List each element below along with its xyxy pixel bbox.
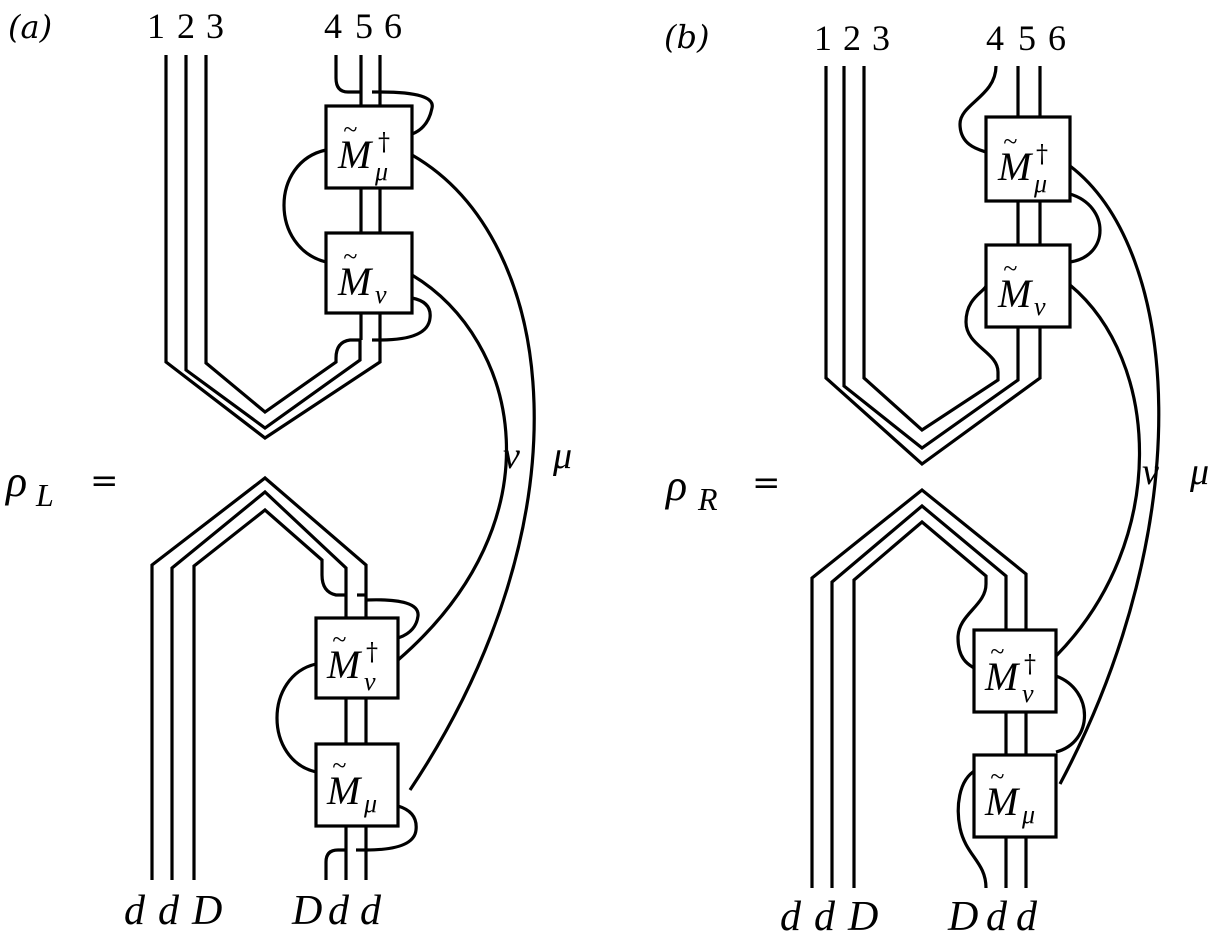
svg-text:d: d xyxy=(814,894,836,938)
svg-text:~: ~ xyxy=(990,637,1004,666)
svg-text:μ: μ xyxy=(374,157,388,186)
wire-2 xyxy=(184,55,362,430)
top-label-2: 2 xyxy=(177,6,195,46)
lower-v-wires-a xyxy=(150,475,368,880)
svg-text:=: = xyxy=(90,461,119,501)
svg-text:M: M xyxy=(326,768,363,813)
svg-text:~: ~ xyxy=(332,751,346,780)
svg-text:ν: ν xyxy=(1022,679,1034,708)
svg-text:d: d xyxy=(780,894,802,938)
svg-text:d: d xyxy=(328,888,350,934)
top-label-4: 4 xyxy=(324,6,342,46)
svg-text:M: M xyxy=(997,271,1034,316)
loop-top-right-a xyxy=(379,90,434,136)
svg-text:~: ~ xyxy=(343,242,357,271)
svg-text:M: M xyxy=(997,144,1034,189)
panel-a: (a) 1 2 3 4 5 6 xyxy=(4,6,572,934)
svg-text:M: M xyxy=(337,132,374,177)
svg-text:μ: μ xyxy=(1021,800,1035,829)
loop-mid-right-a xyxy=(379,296,432,342)
svg-text:ν: ν xyxy=(1034,292,1046,321)
bond-label-nu-a: ν xyxy=(503,435,520,477)
svg-text:~: ~ xyxy=(1003,127,1017,156)
wire-3 xyxy=(204,55,338,415)
bond-label-mu-a: μ xyxy=(552,435,572,477)
bond-nu-b xyxy=(1054,283,1142,658)
tensor-M-nu-dagger-a: M ~ ν † xyxy=(314,616,400,700)
svg-text:†: † xyxy=(378,128,390,156)
svg-text:R: R xyxy=(697,481,718,517)
bottom-labels-a: d d D D d d xyxy=(124,888,382,934)
svg-text:~: ~ xyxy=(332,625,346,654)
svg-text:d: d xyxy=(360,888,382,934)
svg-text:μ: μ xyxy=(1189,451,1209,493)
svg-text:ν: ν xyxy=(364,667,376,696)
wire-4-curl-top xyxy=(334,55,361,94)
bottom-labels-b: d d D D d d xyxy=(780,894,1038,938)
svg-text:3: 3 xyxy=(872,18,890,58)
svg-text:5: 5 xyxy=(1018,18,1036,58)
svg-text:†: † xyxy=(1036,140,1048,168)
rho-l-label: ρ L = xyxy=(4,457,119,513)
bond-mu-a xyxy=(408,153,536,791)
svg-text:d: d xyxy=(986,894,1008,938)
top-labels-a: 1 2 3 4 5 6 xyxy=(147,6,402,46)
svg-text:L: L xyxy=(35,477,54,513)
wire-1 xyxy=(164,55,382,440)
svg-text:~: ~ xyxy=(1003,254,1017,283)
svg-text:M: M xyxy=(984,654,1021,699)
tensor-M-mu-b: M ~ μ xyxy=(972,753,1058,839)
svg-text:~: ~ xyxy=(343,115,357,144)
svg-text:D: D xyxy=(947,894,978,938)
tensor-M-nu-dagger-b: M ~ ν † xyxy=(972,628,1058,714)
svg-text:ν: ν xyxy=(375,280,387,309)
wire-3-curl xyxy=(334,338,360,359)
svg-text:6: 6 xyxy=(1048,18,1066,58)
svg-text:D: D xyxy=(847,894,878,938)
top-label-1: 1 xyxy=(147,6,165,46)
svg-text:†: † xyxy=(1024,650,1036,678)
svg-text:~: ~ xyxy=(990,762,1004,791)
svg-text:M: M xyxy=(984,779,1021,824)
svg-text:d: d xyxy=(158,888,180,934)
tensor-M-nu-a: M ~ ν xyxy=(324,231,414,315)
top-label-6: 6 xyxy=(384,6,402,46)
svg-text:4: 4 xyxy=(986,18,1004,58)
svg-text:M: M xyxy=(326,642,363,687)
bond-mu-b xyxy=(1058,164,1161,785)
tensor-M-mu-dagger-b: M ~ μ † xyxy=(984,115,1072,203)
svg-text:ρ: ρ xyxy=(664,461,687,510)
svg-text:ν: ν xyxy=(1142,451,1159,493)
top-label-5: 5 xyxy=(355,6,373,46)
svg-text:2: 2 xyxy=(843,18,861,58)
top-labels-b: 1 2 3 4 5 6 xyxy=(814,18,1066,58)
panel-tag-b: (b) xyxy=(664,18,709,56)
tensor-M-mu-a: M ~ μ xyxy=(314,742,400,828)
svg-text:d: d xyxy=(1016,894,1038,938)
svg-text:M: M xyxy=(337,259,374,304)
panel-b: (b) 1 2 3 4 5 6 ν μ ρ R = xyxy=(664,18,1209,938)
svg-text:D: D xyxy=(191,888,222,934)
panel-tag-a: (a) xyxy=(8,8,52,46)
svg-text:=: = xyxy=(752,463,781,503)
svg-text:μ: μ xyxy=(1033,169,1047,198)
tensor-M-nu-b: M ~ ν xyxy=(984,243,1072,329)
top-label-3: 3 xyxy=(206,6,224,46)
tensor-M-mu-dagger-a: M ~ μ † xyxy=(324,104,414,190)
svg-text:†: † xyxy=(366,638,378,666)
rho-r-label: ρ R = xyxy=(664,461,781,517)
svg-text:1: 1 xyxy=(814,18,832,58)
svg-text:μ: μ xyxy=(363,789,377,818)
upper-v-wires-a xyxy=(164,55,382,440)
bond-nu-a xyxy=(396,273,509,662)
svg-text:D: D xyxy=(291,888,322,934)
loop-left-a xyxy=(282,148,327,264)
svg-text:d: d xyxy=(124,888,146,934)
svg-text:ρ: ρ xyxy=(4,457,27,506)
